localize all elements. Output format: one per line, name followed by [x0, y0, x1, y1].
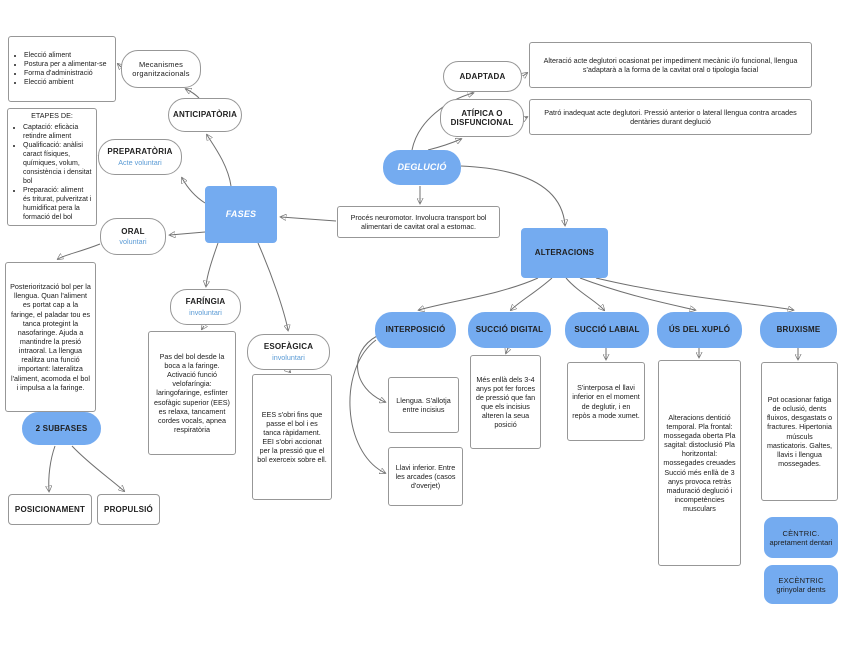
node-label: FASES	[225, 209, 257, 220]
textbox-text: Pas del bol desde la boca a la faringe. …	[154, 351, 230, 434]
textbox-text: Més enllà dels 3-4 anys pot fer forces d…	[475, 374, 536, 430]
node-excentric: EXCÈNTRIC grinyolar dents	[764, 565, 838, 604]
node-us-del-xuplo: ÚS DEL XUPLÓ	[657, 312, 742, 348]
node-preparatoria: PREPARATÒRIA Acte voluntari	[98, 139, 182, 175]
node-anticipatoria: ANTICIPATÒRIA	[168, 98, 242, 132]
node-label: ORAL	[121, 226, 145, 236]
edge-group	[49, 64, 798, 491]
etapes-items: Captació: eficàcia retindre aliment Qual…	[12, 123, 92, 223]
list-item: Elecció aliment	[24, 51, 106, 60]
node-adaptada: ADAPTADA	[443, 61, 522, 92]
list-item: Qualificació: anàlisi caract físiques, q…	[23, 141, 92, 186]
node-label: 2 SUBFASES	[35, 423, 88, 433]
eleccio-items: Elecció aliment Postura per a alimentar-…	[13, 51, 106, 87]
node-oral: ORAL voluntari	[100, 218, 166, 255]
node-label: ADAPTADA	[459, 71, 506, 81]
node-succio-labial: SUCCIÓ LABIAL	[565, 312, 649, 348]
node-sublabel: Acte voluntari	[118, 157, 162, 167]
textbox-text: Pot ocasionar fatiga de oclusió, dents f…	[766, 394, 833, 468]
node-atipica: ATÍPICA O DISFUNCIONAL	[440, 99, 524, 137]
node-proces-desc: Procés neuromotor. Involucra transport b…	[337, 206, 500, 238]
etapes-title: ETAPES DE:	[31, 111, 73, 121]
textbox-text: Patró inadequat acte deglutori. Pressió …	[544, 107, 797, 126]
node-succio-labial-desc: S'interposa el llavi inferior en el mome…	[567, 362, 645, 441]
node-faringia: FARÍNGIA involuntari	[170, 289, 241, 325]
textbox-text: Llavi inferior. Entre les arcades (casos…	[395, 462, 456, 491]
node-sublabel: involuntari	[272, 352, 305, 362]
node-faringia-desc: Pas del bol desde la boca a la faringe. …	[148, 331, 236, 455]
node-centric: CÈNTRIC. apretament dentari	[764, 517, 838, 558]
node-interposicio: INTERPOSICIÓ	[375, 312, 456, 348]
node-2-subfases: 2 SUBFASES	[22, 412, 101, 445]
node-succio-digital-desc: Més enllà dels 3-4 anys pot fer forces d…	[470, 355, 541, 449]
node-label: FARÍNGIA	[185, 297, 226, 307]
node-propulsio: PROPULSIÓ	[97, 494, 160, 525]
node-atipica-desc: Patró inadequat acte deglutori. Pressió …	[529, 99, 812, 135]
node-label: ATÍPICA O DISFUNCIONAL	[450, 108, 514, 127]
list-item: Postura per a alimentar-se	[24, 60, 106, 69]
list-item: Forma d'administració	[24, 69, 106, 78]
node-deglucio: DEGLUCIÓ	[383, 150, 461, 185]
textbox-text: Llengua. S'allotja entre incisius	[396, 395, 451, 414]
node-eleccio-list: Elecció aliment Postura per a alimentar-…	[8, 36, 116, 102]
node-llengua-desc: Llengua. S'allotja entre incisius	[388, 377, 459, 433]
node-posicionament: POSICIONAMENT	[8, 494, 92, 525]
textbox-text: EES s'obri fins que passe el bol i es ta…	[257, 409, 327, 465]
node-label: POSICIONAMENT	[14, 504, 86, 514]
node-sublabel: voluntari	[119, 237, 147, 247]
node-label: CÈNTRIC.	[782, 528, 820, 538]
node-label: PROPULSIÓ	[104, 504, 153, 514]
node-esofagica: ESOFÀGICA involuntari	[247, 334, 330, 370]
node-llavi-desc: Llavi inferior. Entre les arcades (casos…	[388, 447, 463, 506]
node-bruxisme: BRUXISME	[760, 312, 837, 348]
node-label: Mecanismes organitzacionals	[132, 60, 190, 78]
node-sublabel: involuntari	[189, 307, 222, 317]
list-item: Captació: eficàcia retindre aliment	[23, 123, 92, 141]
node-label: BRUXISME	[776, 325, 821, 335]
list-item: Preparació: aliment és triturat, pulveri…	[23, 186, 92, 222]
node-alteracions: ALTERACIONS	[521, 228, 608, 278]
node-label: SUCCIÓ DIGITAL	[475, 325, 544, 335]
node-label: ÚS DEL XUPLÓ	[668, 325, 731, 335]
node-label: ALTERACIONS	[534, 248, 595, 258]
textbox-text: S'interposa el llavi inferior en el mome…	[572, 383, 640, 420]
node-label: INTERPOSICIÓ	[385, 325, 446, 335]
node-adaptada-desc: Alteració acte deglutori ocasionat per i…	[529, 42, 812, 88]
textbox-text: Alteració acte deglutori ocasionat per i…	[543, 55, 798, 74]
node-sublabel: grinyolar dents	[776, 584, 826, 594]
node-label: ANTICIPATÒRIA	[172, 110, 238, 120]
node-esofagica-desc: EES s'obri fins que passe el bol i es ta…	[252, 374, 332, 500]
node-label: DEGLUCIÓ	[397, 162, 447, 173]
node-oral-desc: Posteriorització bol per la llengua. Qua…	[5, 262, 96, 412]
node-succio-digital: SUCCIÓ DIGITAL	[468, 312, 551, 348]
textbox-text: Procés neuromotor. Involucra transport b…	[350, 212, 487, 231]
node-us-del-xuplo-desc: Alteracions dentició temporal. Pla front…	[658, 360, 741, 566]
node-label: SUCCIÓ LABIAL	[574, 325, 640, 335]
node-label: PREPARATÒRIA	[107, 147, 173, 157]
node-bruxisme-desc: Pot ocasionar fatiga de oclusió, dents f…	[761, 362, 838, 501]
node-label: ESOFÀGICA	[263, 342, 314, 352]
node-mecanismes: Mecanismes organitzacionals	[121, 50, 201, 88]
textbox-text: Posteriorització bol per la llengua. Qua…	[10, 282, 91, 392]
list-item: Elecció ambient	[24, 78, 106, 87]
textbox-text: Alteracions dentició temporal. Pla front…	[663, 412, 736, 514]
node-etapes: ETAPES DE: Captació: eficàcia retindre a…	[7, 108, 97, 226]
node-fases: FASES	[205, 186, 277, 243]
node-label: EXCÈNTRIC	[778, 575, 824, 585]
node-sublabel: apretament dentari	[769, 537, 833, 547]
